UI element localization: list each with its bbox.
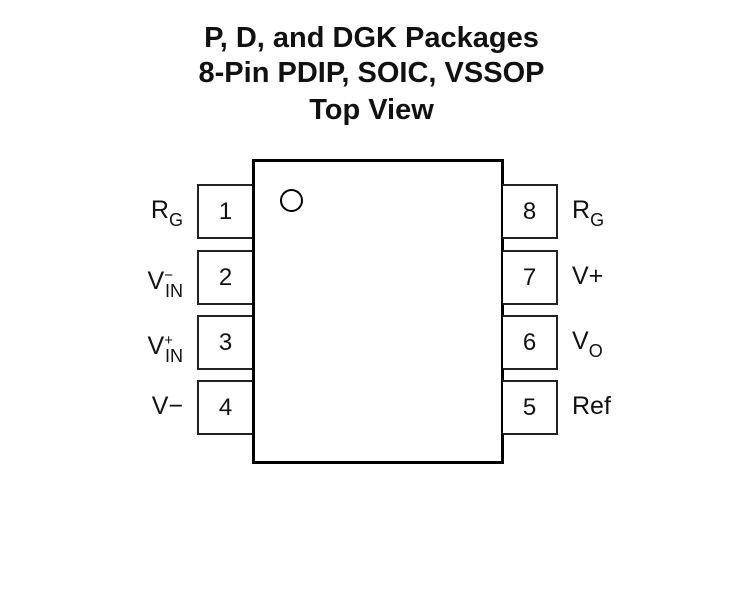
chip-body: [252, 159, 504, 464]
title-line-2: 8-Pin PDIP, SOIC, VSSOP: [198, 57, 545, 89]
pin-label-sub: IN: [165, 281, 183, 301]
pin-1-box: 1: [197, 184, 252, 239]
pin-label-main: V: [147, 267, 165, 295]
pin-label-sup: +: [164, 332, 173, 349]
pin-7-box: 7: [503, 250, 558, 305]
pin-2-box: 2: [197, 250, 252, 305]
pin-label-sub: IN: [165, 346, 183, 366]
pin-label-main: V: [572, 327, 589, 355]
pin-label-sub: O: [588, 341, 603, 361]
pin-label-main: V+: [572, 262, 604, 290]
pin-label-sub: G: [168, 210, 183, 230]
pin-label-main: V−: [151, 392, 183, 420]
title-line-3: Top View: [309, 94, 434, 126]
pin-7-label: V+: [572, 261, 603, 291]
pin-6-box: 6: [503, 315, 558, 370]
pin1-indicator: [280, 189, 303, 212]
pin-label-main: V: [147, 332, 165, 360]
pin-5-label: Ref: [572, 391, 611, 421]
pin-label-main: R: [150, 196, 169, 224]
pin-1-label: RG: [151, 195, 183, 235]
pin-2-label: V−IN: [148, 261, 183, 306]
pin-8-label: RG: [572, 195, 604, 235]
pin-label-main: Ref: [572, 392, 611, 420]
pin-3-label: V+IN: [148, 326, 183, 371]
pin-3-box: 3: [197, 315, 252, 370]
pin-4-label: V−: [152, 391, 183, 421]
pin-6-label: VO: [572, 326, 603, 366]
pin-label-sup: −: [164, 267, 173, 284]
title-line-1: P, D, and DGK Packages: [204, 22, 539, 54]
pin-8-box: 8: [503, 184, 558, 239]
pin-label-main: R: [572, 196, 591, 224]
pin-5-box: 5: [503, 380, 558, 435]
pin-label-sub: G: [590, 210, 605, 230]
pin-4-box: 4: [197, 380, 252, 435]
